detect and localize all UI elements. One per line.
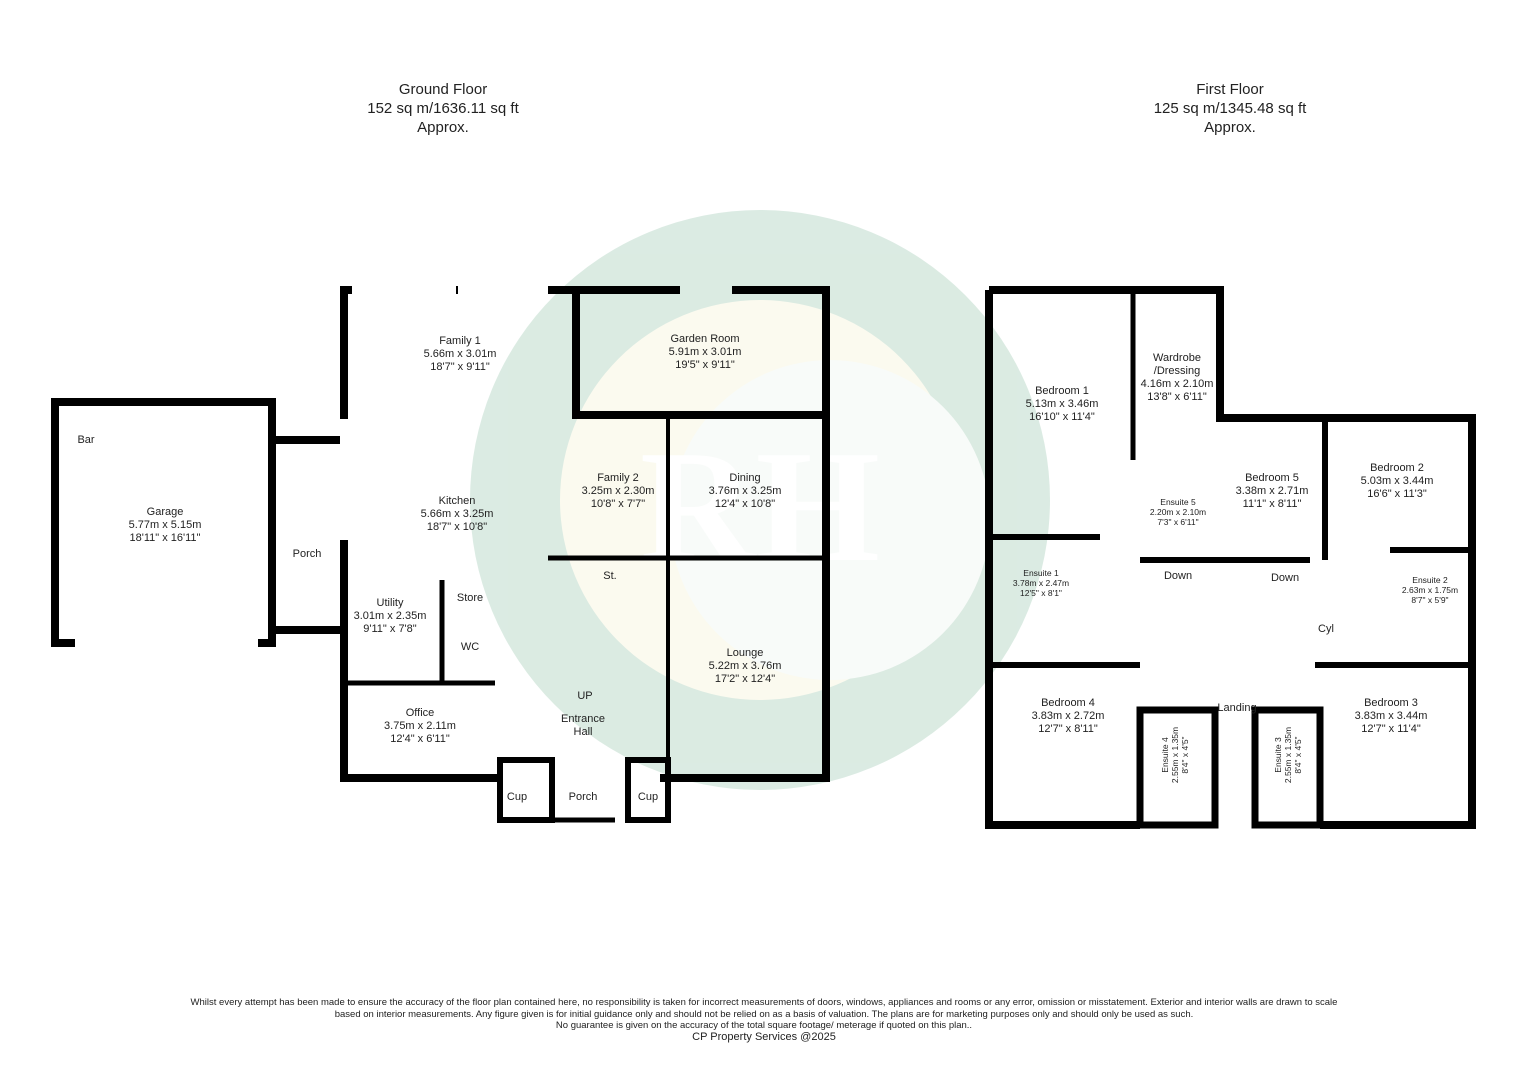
label-stairs-up: UP [577, 690, 593, 702]
label-side-porch: Porch [292, 548, 322, 560]
disclaimer-line-1: Whilst every attempt has been made to en… [190, 997, 1338, 1008]
first-floor-walls [985, 286, 1476, 829]
label-cup-right: Cup [637, 791, 659, 803]
disclaimer-line-3: No guarantee is given on the accuracy of… [555, 1020, 973, 1031]
label-down-left: Down [1163, 570, 1193, 582]
label-front-porch: Porch [568, 791, 598, 803]
ground-floor-title: Ground Floor [398, 81, 488, 98]
label-down-right: Down [1270, 572, 1300, 584]
label-store-st: St. [603, 570, 617, 582]
label-cylinder: Cyl [1318, 623, 1334, 635]
label-store: Store [456, 592, 484, 604]
first-floor-title: First Floor [1196, 81, 1264, 98]
label-bar: Bar [77, 434, 95, 446]
label-entrance-hall: Entrance Hall [560, 713, 606, 738]
first-floor-approx: Approx. [1204, 119, 1256, 136]
label-wc: WC [460, 641, 480, 653]
label-cup-left: Cup [506, 791, 528, 803]
ground-floor-approx: Approx. [417, 119, 469, 136]
ground-floor-header: Ground Floor 152 sq m/1636.11 sq ft Appr… [293, 80, 593, 137]
watermark-logo: RH [470, 210, 1050, 790]
label-landing: Landing [1217, 702, 1257, 714]
ground-floor-area: 152 sq m/1636.11 sq ft [367, 100, 519, 117]
ground-floor-walls [51, 286, 830, 823]
disclaimer-line-2: based on interior measurements. Any figu… [334, 1008, 1194, 1020]
first-floor-header: First Floor 125 sq m/1345.48 sq ft Appro… [1080, 80, 1380, 137]
svg-text:RH: RH [640, 417, 880, 595]
disclaimer-credit: CP Property Services @2025 [692, 1030, 836, 1043]
first-floor-area: 125 sq m/1345.48 sq ft [1153, 100, 1307, 117]
disclaimer: Whilst every attempt has been made to en… [0, 997, 1528, 1043]
